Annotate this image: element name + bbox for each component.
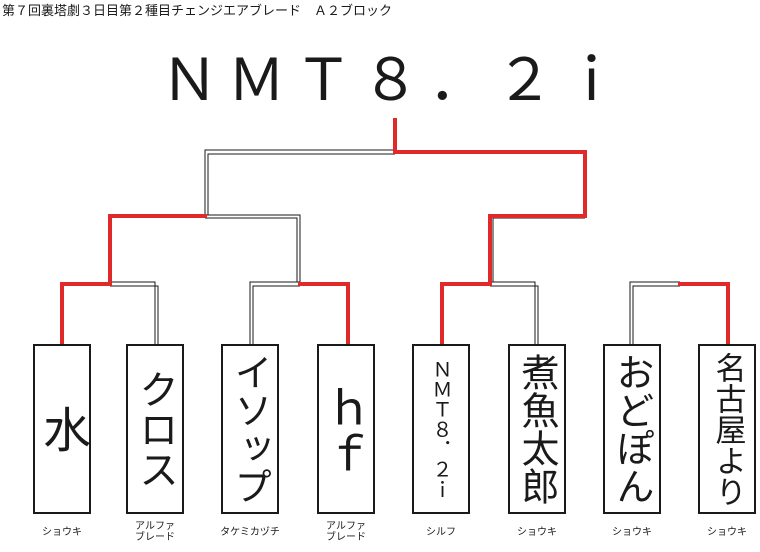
entrant-name: イソップ	[228, 353, 272, 505]
bracket-line-r1a-loser	[110, 281, 159, 344]
entrant-name: おどぽん	[610, 353, 654, 505]
bracket-line-r1a-winner	[60, 282, 112, 346]
bracket-line-r1b-loser	[249, 281, 300, 344]
bracket-line-r1c-winner	[440, 282, 492, 346]
entrant-name: クロス	[132, 369, 178, 489]
bracket-line-r1d-loser	[629, 281, 680, 344]
team-label: ショウキ	[517, 527, 557, 538]
bracket-line-sf-right-winner	[488, 214, 587, 286]
entrant-name: 煮魚太郎	[515, 353, 559, 505]
team-label: ショウキ	[707, 527, 747, 538]
entrant-box: 煮魚太郎	[508, 344, 566, 514]
team-label: ショウキ	[42, 527, 82, 538]
team-label: シルフ	[426, 527, 456, 538]
entrant-name: 名古屋より	[709, 351, 746, 507]
entrant-name: ｈｆ	[319, 383, 373, 475]
entrant-name: 水	[34, 405, 90, 453]
bracket-line-final-loser	[204, 149, 395, 215]
bracket-line-r1d-winner	[678, 282, 730, 346]
bracket-line-r1c-loser	[490, 281, 539, 344]
entrant-box: イソップ	[221, 344, 279, 514]
entrant-box: ＮＭＴ８．２ｉ	[412, 344, 470, 514]
entrant-box: 名古屋より	[698, 344, 756, 514]
entrant-box: 水	[33, 344, 91, 514]
bracket-line-sf-left-winner	[108, 214, 207, 286]
entrant-box: クロス	[126, 344, 184, 514]
bracket-line-sf-right-loser	[489, 214, 585, 282]
team-label: ショウキ	[612, 527, 652, 538]
bracket-line-sf-left-loser	[205, 214, 301, 282]
entrant-box: ｈｆ	[317, 344, 375, 514]
bracket-line-r1b-winner	[298, 282, 350, 346]
team-label: タケミカヅチ	[220, 527, 280, 538]
team-label: アルファ ブレード	[135, 521, 175, 543]
bracket-line-final-winner	[393, 118, 587, 218]
champion-name: ＮＭＴ８．２ｉ	[160, 46, 630, 114]
entrant-box: おどぽん	[603, 344, 661, 514]
block-title: 第７回裏塔劇３日目第２種目チェンジエアブレード Ａ２ブロック	[2, 4, 393, 19]
team-label: アルファ ブレード	[326, 521, 366, 543]
entrant-name: ＮＭＴ８．２ｉ	[429, 359, 453, 499]
